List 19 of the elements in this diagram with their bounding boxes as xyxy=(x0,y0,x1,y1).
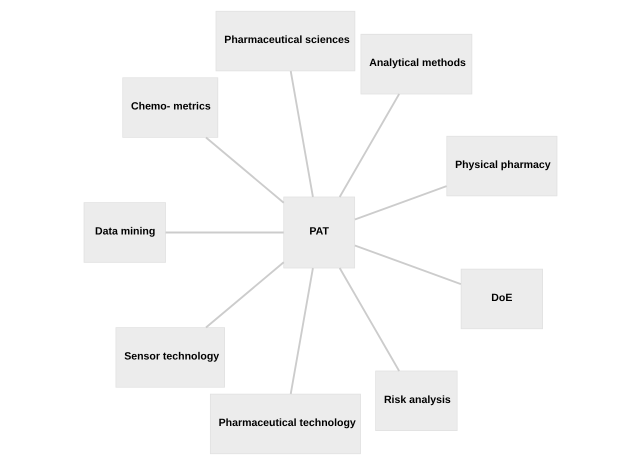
node-box: Pharmaceutical technology xyxy=(210,394,361,454)
connector xyxy=(290,70,314,198)
connector xyxy=(290,268,314,394)
node-box: PAT xyxy=(283,196,356,268)
connector xyxy=(205,136,284,204)
node-box: Physical pharmacy xyxy=(446,136,558,196)
node-box: DoE xyxy=(460,268,544,330)
node-box: Data mining xyxy=(84,202,166,263)
connector xyxy=(205,262,284,328)
connector xyxy=(354,244,462,285)
node-box: Risk analysis xyxy=(375,370,458,432)
connector xyxy=(338,268,400,372)
node-box: Analytical methods xyxy=(360,34,472,94)
connector xyxy=(338,94,400,198)
node-box: Pharmaceutical sciences xyxy=(216,10,356,72)
connector xyxy=(354,185,447,220)
connector xyxy=(166,232,284,234)
node-box: Chemo- metrics xyxy=(122,77,218,138)
node-box: Sensor technology xyxy=(116,327,225,388)
